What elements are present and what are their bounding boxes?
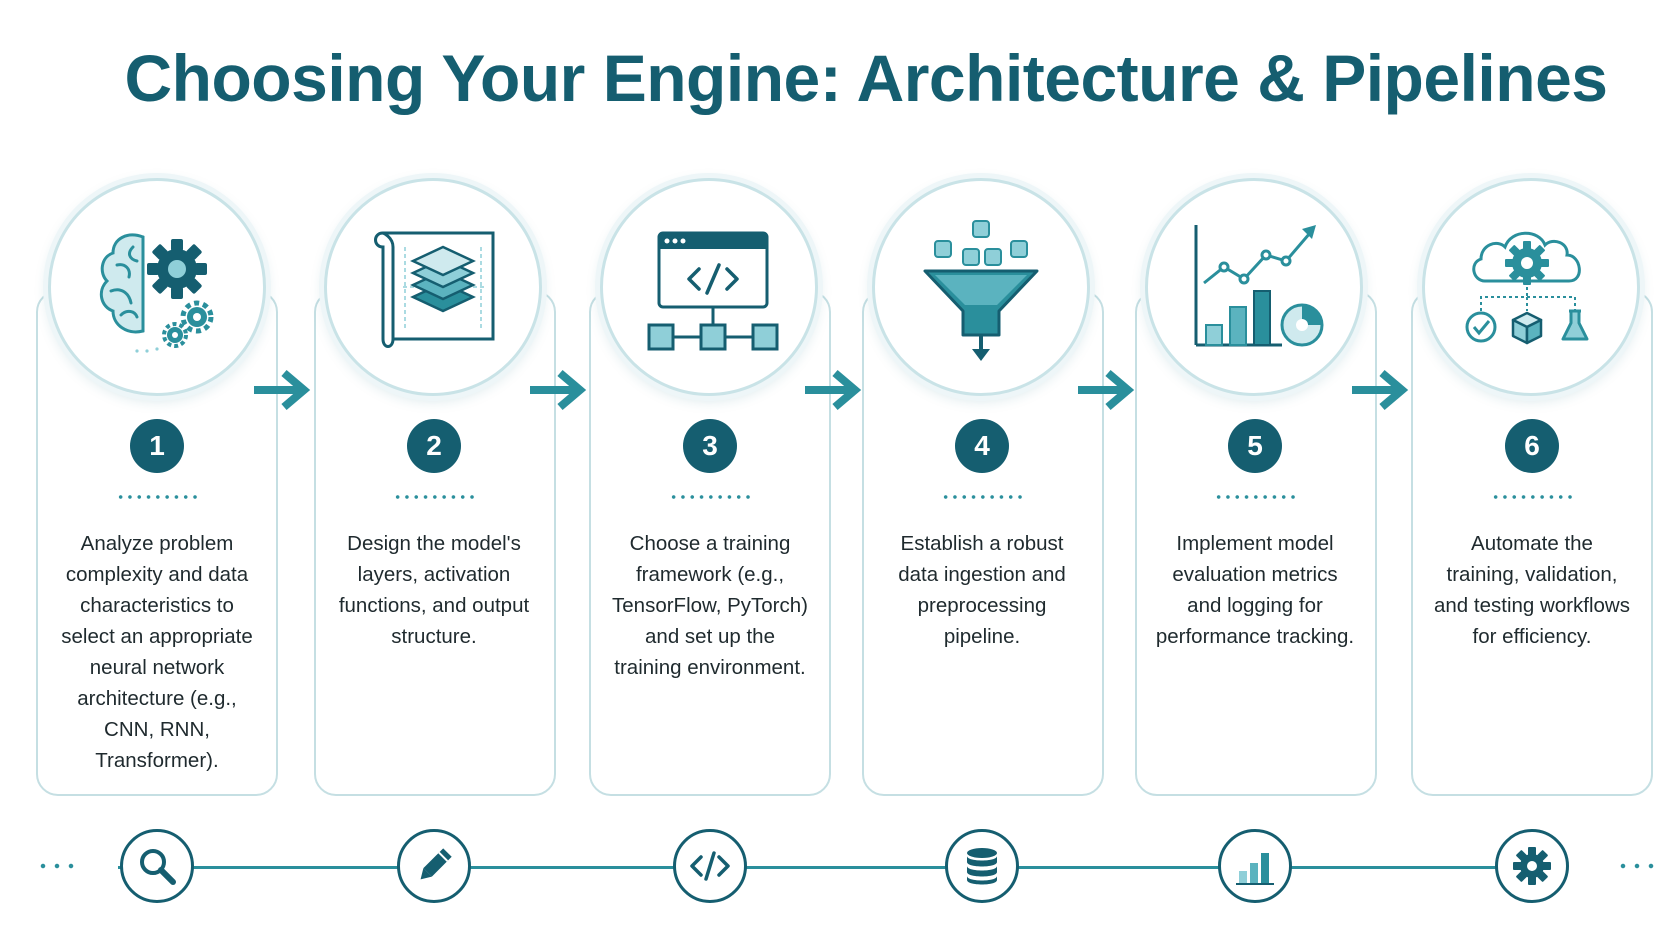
bar-chart-icon xyxy=(1236,853,1274,885)
blueprint-layers-icon xyxy=(374,231,495,348)
arrow-right-icon xyxy=(254,369,311,411)
timeline-line xyxy=(118,866,1554,869)
timeline-dots-right xyxy=(1616,862,1658,870)
timeline-dots-left xyxy=(36,862,78,870)
database-icon xyxy=(967,848,997,885)
step-circle-5 xyxy=(1145,178,1363,396)
step-description-1: Analyze problem complexity and data char… xyxy=(61,532,253,772)
page-title: Choosing Your Engine: Architecture & Pip… xyxy=(124,41,1608,115)
step-number-6: 6 xyxy=(1505,419,1559,473)
timeline-node-6 xyxy=(1495,829,1569,903)
dotted-separator xyxy=(1214,494,1298,500)
step-description-3: Choose a training framework (e.g., Tenso… xyxy=(612,532,808,679)
arrow-right-icon xyxy=(1352,369,1409,411)
code-icon xyxy=(690,851,730,881)
search-icon xyxy=(140,849,176,885)
timeline-node-4 xyxy=(945,829,1019,903)
dotted-separator xyxy=(669,494,753,500)
brain-gears-icon xyxy=(99,233,214,353)
arrow-right-icon xyxy=(530,369,587,411)
step-circle-3 xyxy=(600,178,818,396)
timeline-node-1 xyxy=(120,829,194,903)
step-circle-4 xyxy=(872,178,1090,396)
step-number-4: 4 xyxy=(955,419,1009,473)
timeline-node-2 xyxy=(397,829,471,903)
timeline-node-5 xyxy=(1218,829,1292,903)
step-description-2: Design the model's layers, activation fu… xyxy=(338,532,530,648)
chart-analytics-icon xyxy=(1194,225,1324,347)
step-card-4 xyxy=(862,290,1104,796)
timeline-node-3 xyxy=(673,829,747,903)
code-window-icon xyxy=(647,231,779,351)
dotted-separator xyxy=(1491,494,1575,500)
step-number-1: 1 xyxy=(130,419,184,473)
dotted-separator xyxy=(941,494,1025,500)
step-number-5: 5 xyxy=(1228,419,1282,473)
arrow-right-icon xyxy=(805,369,862,411)
gear-icon xyxy=(1513,847,1551,885)
dotted-separator xyxy=(393,494,477,500)
cloud-gear-icon xyxy=(1465,231,1589,345)
dotted-separator xyxy=(116,494,200,500)
step-circle-6 xyxy=(1422,178,1640,396)
step-number-3: 3 xyxy=(683,419,737,473)
funnel-icon xyxy=(923,220,1039,361)
step-description-4: Establish a robust data ingestion and pr… xyxy=(898,532,1066,648)
pencil-icon xyxy=(420,848,452,880)
step-circle-2 xyxy=(324,178,542,396)
step-card-5 xyxy=(1135,290,1377,796)
step-circle-1 xyxy=(48,178,266,396)
step-number-2: 2 xyxy=(407,419,461,473)
arrow-right-icon xyxy=(1078,369,1135,411)
step-description-5: Implement model evaluation metrics and l… xyxy=(1155,532,1355,648)
step-description-6: Automate the training, validation, and t… xyxy=(1434,532,1630,648)
